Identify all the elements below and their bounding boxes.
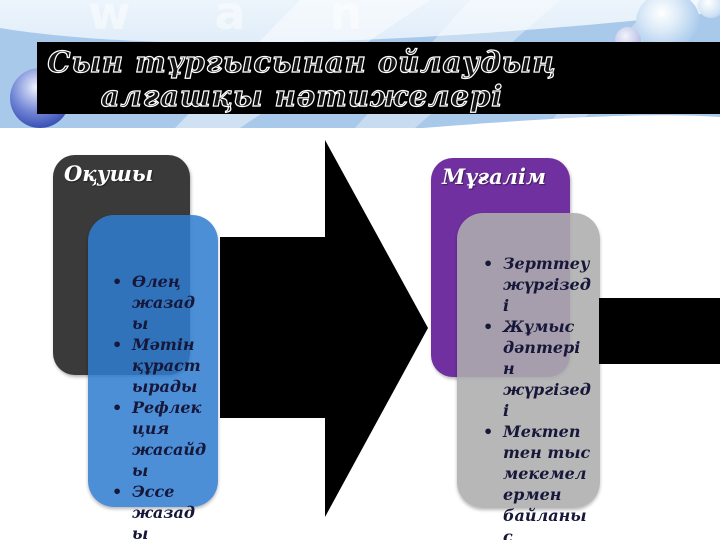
- teacher-panel-content-box: Зерттеу жүргізеді Жұмыс дәптерін жүргізе…: [457, 213, 600, 540]
- offslide-arrow-shape: [599, 298, 720, 364]
- bubble-decoration: [698, 0, 720, 18]
- list-item: Мектептен тыс мекемелермен байланыс орна…: [483, 421, 591, 540]
- student-bullet-list: Өлең жазады Мәтін құрастырады Рефлекция …: [88, 215, 218, 540]
- teacher-panel-title: Мұғалім: [442, 164, 546, 189]
- list-item: Рефлекция жасайды: [112, 397, 210, 481]
- student-panel-content-box: Өлең жазады Мәтін құрастырады Рефлекция …: [88, 215, 218, 540]
- list-item: Өлең жазады: [112, 271, 210, 334]
- watermark-letters: w a n: [88, 0, 397, 40]
- list-item: Зерттеу жүргізеді: [483, 253, 591, 316]
- teacher-bullet-list: Зерттеу жүргізеді Жұмыс дәптерін жүргізе…: [457, 213, 600, 540]
- list-item: Жұмыс дәптерін жүргізеді: [483, 316, 591, 421]
- title-banner: Сын тұрғысынан ойлаудың алғашқы нәтижеле…: [37, 42, 720, 114]
- slide-title-line1: Сын тұрғысынан ойлаудың: [47, 44, 557, 79]
- slide-title-line2: алғашқы нәтижелері: [100, 78, 504, 113]
- list-item: Мәтін құрастырады: [112, 334, 210, 397]
- list-item: Эссе жазады: [112, 481, 210, 540]
- student-panel-title: Оқушы: [64, 161, 154, 186]
